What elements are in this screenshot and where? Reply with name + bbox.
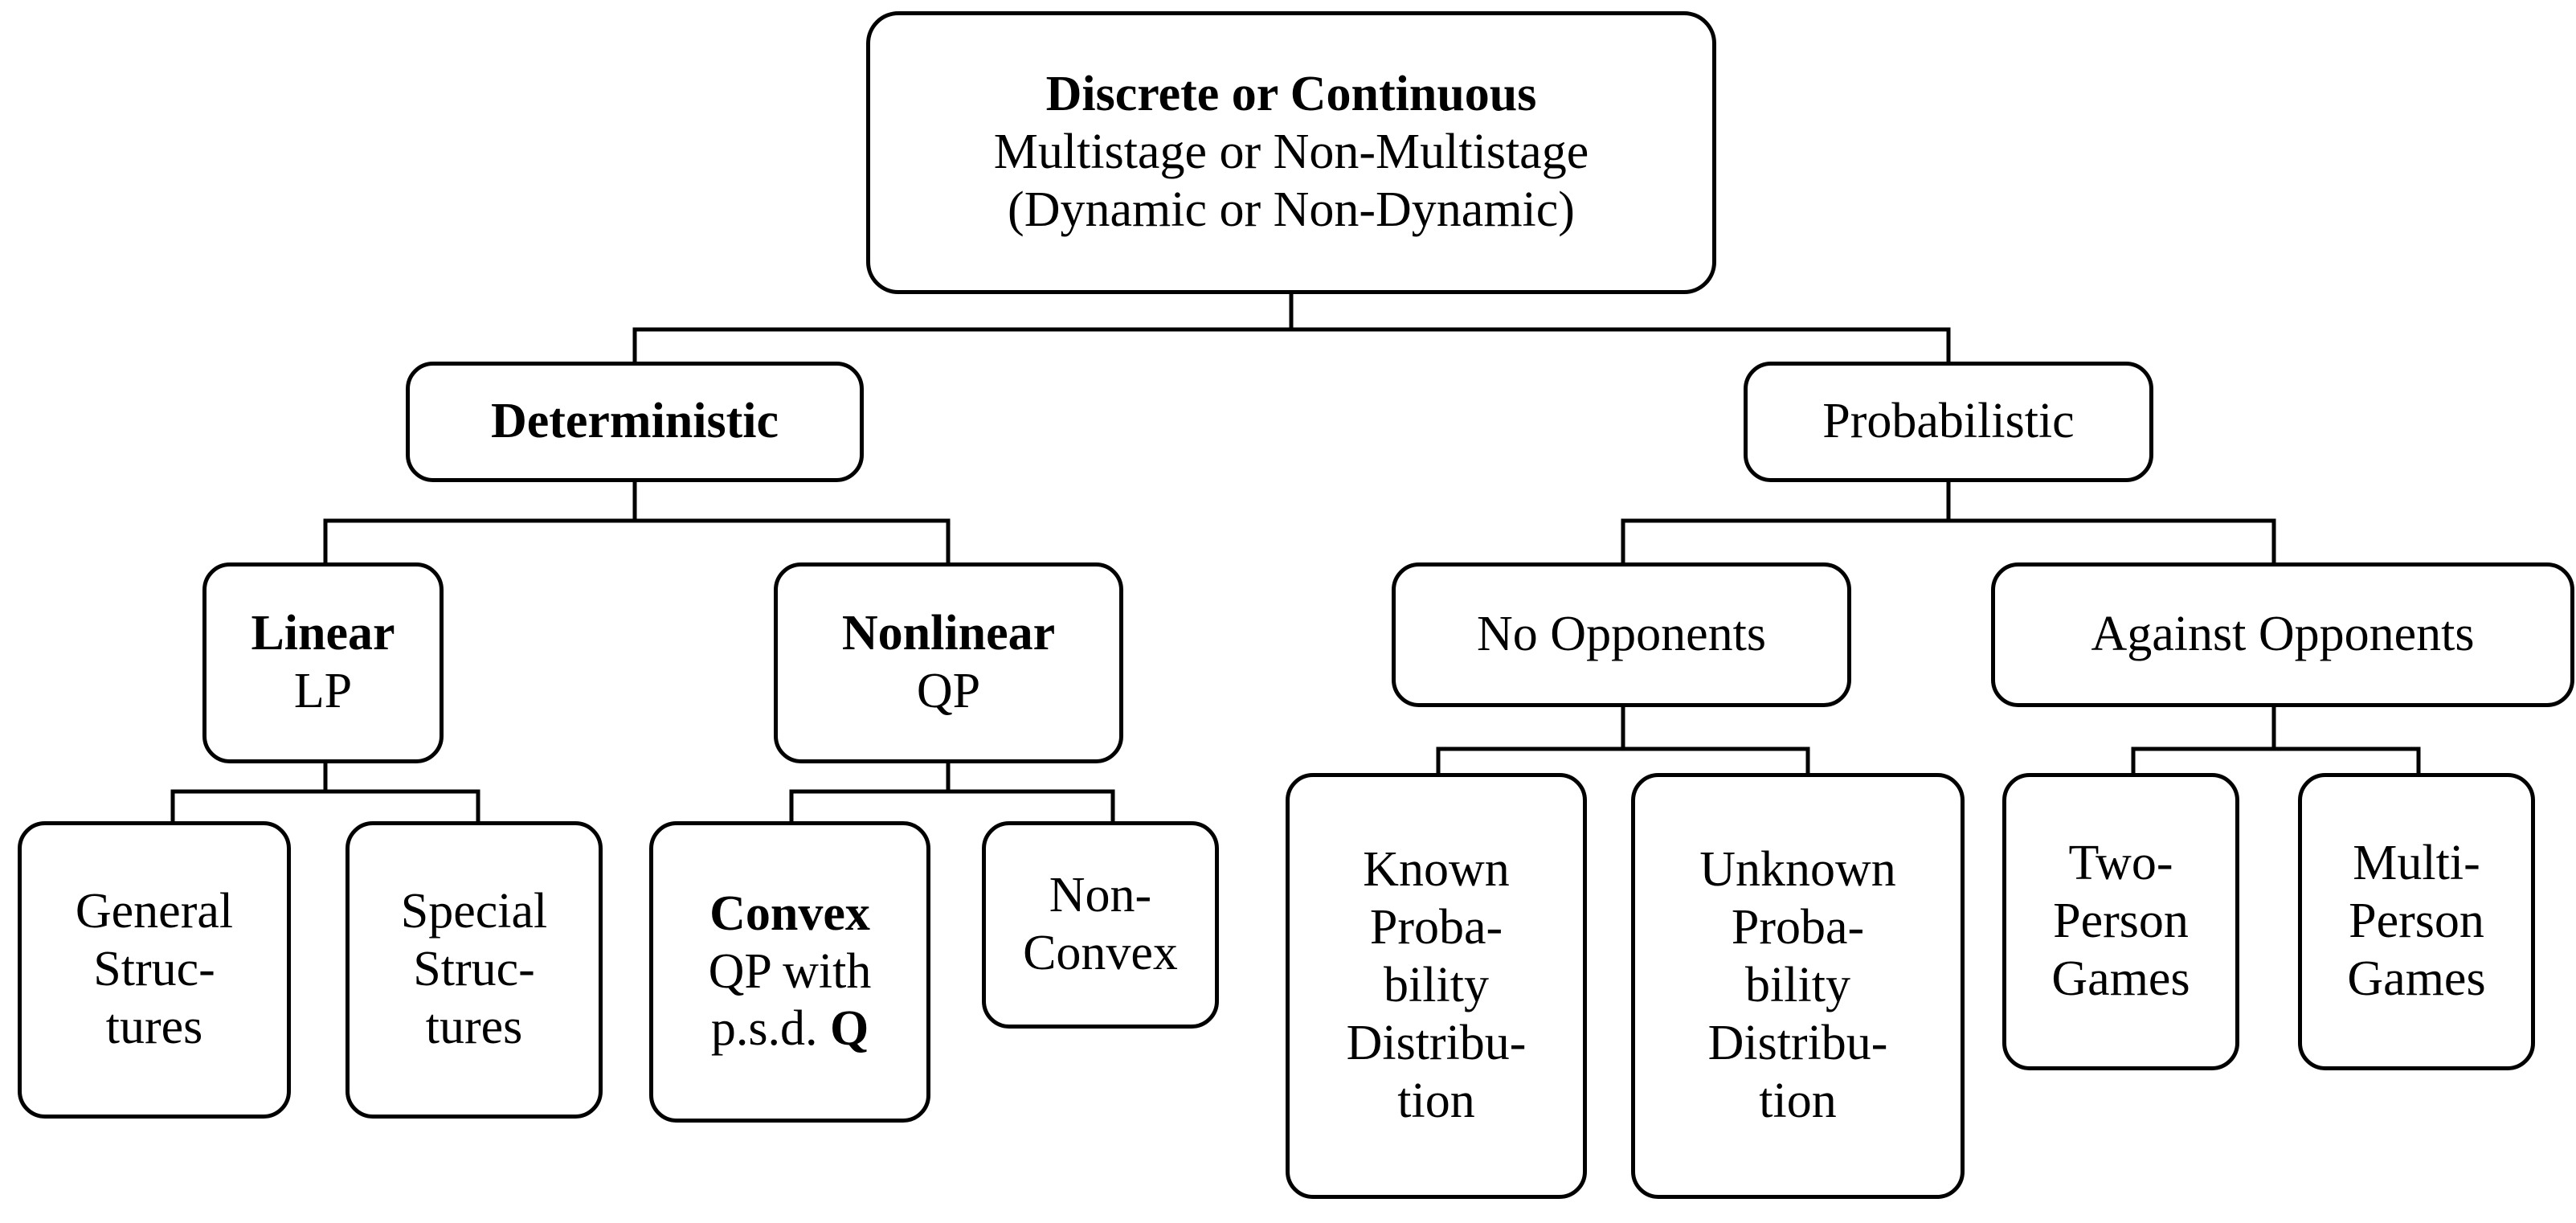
edge-nonlinear-children (789, 761, 1115, 824)
node-deterministic-label: Deterministic (490, 394, 779, 449)
node-probabilistic[interactable]: Probabilistic (1744, 362, 2153, 482)
node-unknown-probability-distribution-line-4: tion (1759, 1073, 1837, 1128)
node-multi-person-games-line-2: Games (2347, 951, 2486, 1006)
node-non-convex[interactable]: Non- Convex (982, 821, 1219, 1029)
node-convex-q-symbol: Q (829, 1001, 869, 1057)
node-known-probability-distribution-line-1: Proba- (1369, 900, 1503, 955)
node-known-probability-distribution-line-3: Distribu- (1346, 1015, 1527, 1070)
node-root-line-1: Multistage or Non-Multistage (993, 125, 1589, 180)
node-convex[interactable]: Convex QP with p.s.d. Q (649, 821, 930, 1123)
node-non-convex-line-0: Non- (1049, 868, 1152, 923)
node-multi-person-games-line-0: Multi- (2353, 836, 2480, 891)
node-root[interactable]: Discrete or Continuous Multistage or Non… (866, 11, 1716, 294)
edge-probabilistic-children (1621, 480, 2276, 565)
node-deterministic[interactable]: Deterministic (406, 362, 864, 482)
node-special-structures[interactable]: Special Struc- tures (346, 821, 603, 1119)
node-convex-line-1: QP with (708, 943, 872, 999)
node-two-person-games-line-1: Person (2053, 894, 2189, 949)
node-nonlinear-line-1: QP (916, 664, 981, 718)
node-multi-person-games-line-1: Person (2349, 894, 2484, 949)
node-known-probability-distribution-line-2: bility (1384, 958, 1489, 1013)
node-no-opponents-label: No Opponents (1477, 607, 1766, 662)
node-known-probability-distribution[interactable]: Known Proba- bility Distribu- tion (1286, 773, 1587, 1199)
node-special-structures-line-2: tures (425, 999, 523, 1054)
node-unknown-probability-distribution-line-3: Distribu- (1707, 1015, 1888, 1070)
node-unknown-probability-distribution-line-1: Proba- (1731, 900, 1865, 955)
node-two-person-games[interactable]: Two- Person Games (2002, 773, 2239, 1070)
node-root-line-2: (Dynamic or Non-Dynamic) (1008, 182, 1575, 237)
node-nonlinear-line-0: Nonlinear (841, 606, 1056, 661)
edge-root-children (632, 292, 1951, 364)
edge-no-opponents-children (1436, 705, 1810, 775)
node-two-person-games-line-0: Two- (2068, 836, 2173, 891)
node-known-probability-distribution-line-4: tion (1397, 1073, 1475, 1128)
edge-deterministic-children (323, 480, 951, 565)
node-unknown-probability-distribution-line-0: Unknown (1699, 842, 1896, 898)
node-general-structures-line-1: Struc- (93, 942, 215, 997)
edge-against-opponents-children (2131, 705, 2421, 775)
node-convex-line-2: p.s.d. Q (711, 1000, 869, 1058)
node-unknown-probability-distribution-line-2: bility (1745, 958, 1850, 1013)
edge-linear-children (170, 761, 480, 824)
node-root-line-0: Discrete or Continuous (1045, 67, 1537, 122)
node-two-person-games-line-2: Games (2051, 951, 2190, 1006)
node-convex-line-0: Convex (709, 886, 870, 941)
node-non-convex-line-1: Convex (1023, 926, 1178, 980)
node-against-opponents-label: Against Opponents (2091, 607, 2475, 662)
node-no-opponents[interactable]: No Opponents (1392, 562, 1851, 707)
node-convex-psd-text: p.s.d. (710, 1001, 830, 1057)
node-against-opponents[interactable]: Against Opponents (1991, 562, 2574, 707)
node-linear-line-0: Linear (251, 606, 395, 661)
node-linear[interactable]: Linear LP (202, 562, 444, 763)
node-special-structures-line-0: Special (400, 884, 548, 939)
node-known-probability-distribution-line-0: Known (1363, 842, 1510, 898)
node-general-structures-line-0: General (75, 884, 234, 939)
node-general-structures[interactable]: General Struc- tures (18, 821, 291, 1119)
node-linear-line-1: LP (293, 664, 353, 718)
node-general-structures-line-2: tures (105, 999, 203, 1054)
node-probabilistic-label: Probabilistic (1822, 394, 2075, 449)
node-multi-person-games[interactable]: Multi- Person Games (2298, 773, 2535, 1070)
node-unknown-probability-distribution[interactable]: Unknown Proba- bility Distribu- tion (1631, 773, 1965, 1199)
node-special-structures-line-1: Struc- (413, 942, 535, 997)
node-nonlinear[interactable]: Nonlinear QP (774, 562, 1123, 763)
